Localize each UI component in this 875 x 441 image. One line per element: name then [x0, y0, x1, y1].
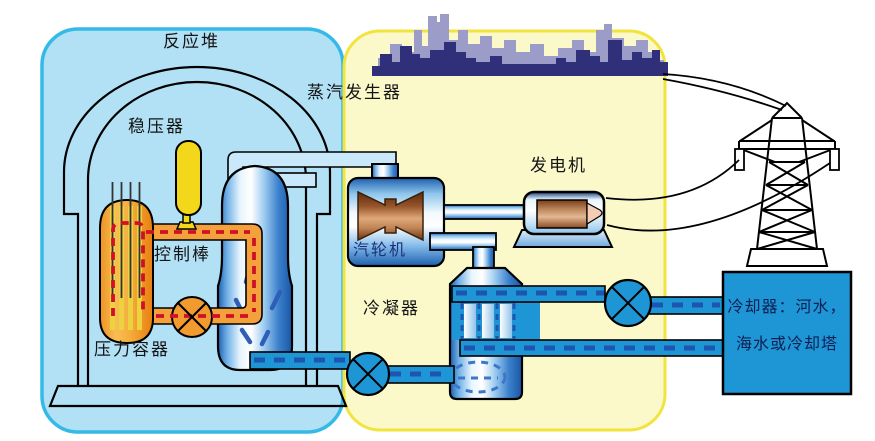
transmission-tower	[734, 101, 840, 267]
turbine-shaft	[443, 204, 527, 220]
label-cooler-line1: 冷却器：河水，	[727, 299, 847, 316]
reactor-pressure-vessel	[99, 182, 154, 345]
label-pressure-vessel: 压力容器	[94, 340, 170, 359]
turbine-rotor-icon	[357, 190, 424, 242]
insulator-left	[734, 148, 745, 171]
power-lines	[605, 73, 831, 232]
water-flow-dashes	[254, 290, 720, 377]
condensate-pump-valve-icon	[345, 351, 391, 397]
generator-unit	[512, 190, 614, 248]
label-generator: 发电机	[530, 156, 587, 175]
insulator-right	[829, 148, 840, 171]
containment-building	[48, 65, 348, 408]
label-turbine: 汽轮机	[353, 242, 408, 259]
cooling-pump-valve-icon	[603, 278, 653, 328]
label-control-rods: 控制棒	[154, 245, 211, 264]
turbine-exhaust-duct	[429, 232, 497, 251]
primary-pump-cross	[177, 302, 207, 332]
turbine-unit	[346, 163, 527, 272]
primary-flow-dashes	[111, 221, 256, 318]
label-cooler-line2: 海水或冷却塔	[735, 336, 838, 353]
label-condenser: 冷凝器	[363, 299, 420, 318]
label-steam-generator: 蒸汽发生器	[307, 83, 402, 102]
pressurizer-vessel	[175, 140, 202, 230]
label-pressurizer: 稳压器	[128, 117, 185, 136]
label-reactor: 反应堆	[163, 32, 220, 51]
tube-dashes	[460, 303, 516, 339]
generator-rotor	[536, 199, 588, 229]
cooler-box	[721, 270, 853, 396]
city-skyline	[372, 14, 668, 76]
